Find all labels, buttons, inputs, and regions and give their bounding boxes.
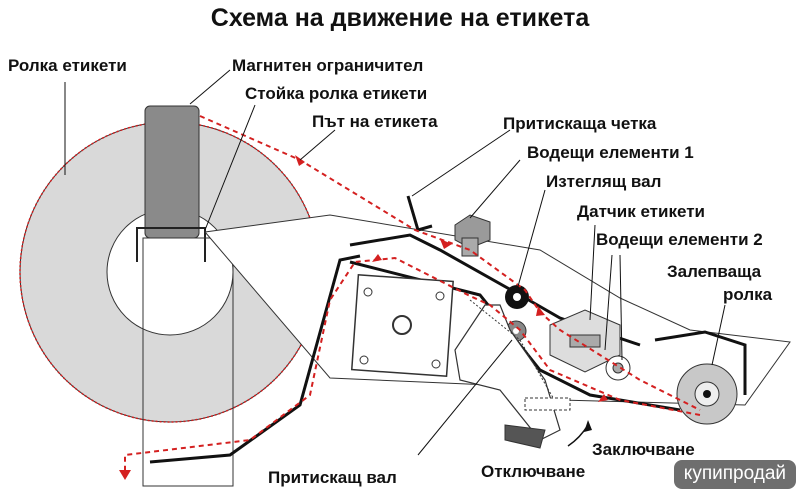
leader-pressing-shaft [417, 339, 513, 456]
stand-post [142, 237, 234, 487]
label-locking-text: Заключване [592, 440, 695, 459]
motor-screw [359, 355, 369, 365]
label-sensor-slot [569, 334, 601, 348]
path-arrow [372, 254, 382, 262]
leader-roll-stand [204, 104, 256, 231]
label-sensor-text: Датчик етикети [577, 202, 705, 221]
leader-guides-1 [469, 159, 521, 219]
leader-magnetic-limiter [189, 69, 231, 105]
magnetic-limiter [136, 227, 206, 262]
leader-label-sensor [589, 224, 596, 321]
label-unlocking-text: Отключване [481, 462, 586, 481]
motor-shaft [392, 315, 412, 335]
guide-plate-lower [149, 254, 361, 464]
guide-element-1-stem [461, 237, 479, 257]
label-pressing-shaft-text: Притискащ вал [268, 468, 397, 487]
path-arrow [440, 239, 452, 249]
lever-handle-locked [524, 397, 571, 411]
leader-pressing-brush [411, 129, 511, 197]
stepper-motor [350, 274, 454, 378]
motor-screw [435, 291, 445, 301]
label-roll-text: Ролка етикети [8, 56, 127, 75]
label-roll-stand-text: Стойка ролка етикети [245, 84, 428, 103]
motor-screw [363, 287, 373, 297]
pull-shaft-center [513, 293, 521, 301]
label-applicator-text-2: ролка [723, 285, 773, 304]
applicator-roller-center [703, 390, 711, 398]
label-guides-2-text: Водещи елементи 2 [596, 230, 763, 249]
path-arrow [119, 470, 131, 480]
label-pull-shaft-text: Изтеглящ вал [546, 172, 662, 191]
path-arrow [536, 306, 545, 316]
label-path-text: Път на етикета [312, 112, 438, 131]
label-guides-1-text: Водещи елементи 1 [527, 143, 694, 162]
motor-screw [431, 359, 441, 369]
roll-stand [144, 105, 200, 239]
lock-arrow [567, 424, 589, 447]
label-path-return [124, 256, 701, 475]
leader-applicator [711, 304, 726, 366]
label-pressing-brush-text: Притискаща четка [503, 114, 657, 133]
leader-guides-2b [619, 254, 623, 361]
path-arrow [295, 155, 305, 166]
applicator-bracket [654, 330, 747, 395]
leader-guides-2a [604, 254, 613, 351]
lock-arrow-head [584, 420, 592, 432]
pressing-brush [406, 195, 433, 232]
diagram-title: Схема на движение на етикета [210, 4, 590, 32]
leader-lines [64, 69, 726, 456]
pressing-shaft-center [513, 328, 519, 334]
label-magnetic-limiter-text: Магнитен ограничител [232, 56, 424, 75]
lever-handle [504, 424, 546, 449]
leader-label-path [299, 129, 336, 161]
watermark-badge: купипродай [673, 460, 796, 489]
lever-unlocked-outline [469, 299, 561, 411]
label-applicator-text-1: Залепваща [667, 262, 762, 281]
path-arrow [598, 394, 608, 402]
leader-pull-shaft [516, 189, 546, 291]
